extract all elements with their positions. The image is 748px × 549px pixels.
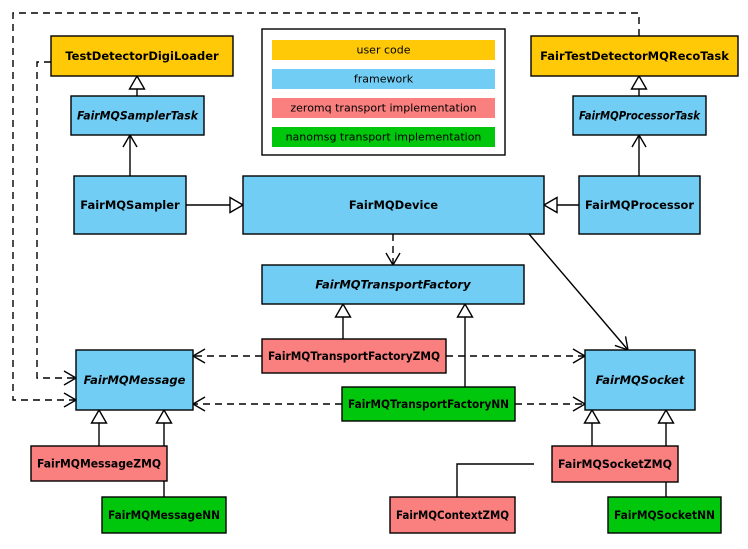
generalization-arrowhead bbox=[229, 196, 245, 214]
legend-swatch-user-code bbox=[272, 40, 495, 60]
class-box-fill bbox=[584, 349, 696, 411]
class-box-fairtestdetectormqrecotask[interactable]: FairTestDetectorMQRecoTask bbox=[530, 35, 739, 77]
edge-line bbox=[12, 12, 640, 401]
class-box-fairmqprocessor[interactable]: FairMQProcessor bbox=[578, 175, 701, 235]
class-name-label: TestDetectorDigiLoader bbox=[65, 49, 219, 63]
class-name-label: FairMQTransportFactoryNN bbox=[348, 397, 509, 411]
legend-label-zeromq: zeromq transport implementation bbox=[290, 102, 476, 115]
legend: user code framework zeromq transport imple… bbox=[261, 28, 506, 156]
class-box-fairmqsampler[interactable]: FairMQSampler bbox=[73, 175, 187, 235]
class-box-fill bbox=[73, 175, 187, 235]
class-box-fairmqdevice[interactable]: FairMQDevice bbox=[242, 175, 545, 235]
class-name-label: FairMQMessage bbox=[84, 373, 186, 387]
edge-socketzmq-to-socket bbox=[583, 408, 601, 446]
edge-line bbox=[36, 61, 76, 379]
class-box-fairmqtransportfactoryzmq[interactable]: FairMQTransportFactoryZMQ bbox=[261, 338, 447, 374]
class-name-label: FairMQProcessorTask bbox=[579, 109, 701, 123]
generalization-arrowhead bbox=[583, 408, 601, 424]
class-box-fairmqcontextzmq[interactable]: FairMQContextZMQ bbox=[389, 496, 516, 534]
class-name-label: FairMQMessageNN bbox=[108, 508, 220, 522]
edge-processor-to-device bbox=[542, 196, 579, 214]
class-box-fill bbox=[70, 95, 205, 136]
class-name-label: FairMQSampler bbox=[80, 198, 180, 212]
edge-factoryzmq-to-factory bbox=[334, 302, 352, 339]
class-box-fairmqtransportfactorynn[interactable]: FairMQTransportFactoryNN bbox=[341, 386, 516, 422]
class-box-fill bbox=[101, 496, 227, 534]
class-name-label: FairTestDetectorMQRecoTask bbox=[540, 49, 729, 63]
class-name-label: FairMQDevice bbox=[349, 198, 438, 212]
edge-digiloader-to-message bbox=[36, 61, 78, 386]
edge-digiloader-to-samplertask bbox=[128, 74, 146, 96]
class-box-fairmqsocketzmq[interactable]: FairMQSocketZMQ bbox=[551, 445, 679, 483]
class-box-fill bbox=[242, 175, 545, 235]
class-name-label: FairMQContextZMQ bbox=[396, 508, 509, 522]
edge-processor-to-processortask bbox=[631, 133, 647, 176]
class-name-label: FairMQProcessor bbox=[585, 198, 694, 212]
class-name-label: FairMQSocket bbox=[596, 373, 685, 387]
generalization-arrowhead bbox=[456, 302, 474, 318]
generalization-arrowhead bbox=[90, 408, 108, 424]
class-name-label: FairMQSocketNN bbox=[614, 508, 715, 522]
class-box-fairmqtransportfactory[interactable]: FairMQTransportFactory bbox=[261, 264, 525, 305]
edge-sampler-to-samplertask bbox=[122, 133, 138, 176]
class-box-fill bbox=[389, 496, 516, 534]
generalization-arrowhead bbox=[334, 302, 352, 318]
generalization-arrowhead bbox=[657, 408, 675, 424]
edge-factorynn-to-socket bbox=[515, 396, 587, 412]
legend-layer: user code framework zeromq transport imple… bbox=[261, 28, 506, 156]
class-box-fill bbox=[578, 175, 701, 235]
class-name-label: FairMQSocketZMQ bbox=[558, 457, 672, 471]
edge-line bbox=[528, 233, 629, 351]
class-box-fairmqmessage[interactable]: FairMQMessage bbox=[75, 349, 194, 411]
class-box-fairmqprocessortask[interactable]: FairMQProcessorTask bbox=[572, 95, 707, 136]
class-box-fill bbox=[30, 445, 168, 482]
class-box-fill bbox=[261, 338, 447, 374]
class-box-fill bbox=[261, 264, 525, 305]
class-box-fairmqmessagenn[interactable]: FairMQMessageNN bbox=[101, 496, 227, 534]
class-box-fill bbox=[341, 386, 516, 422]
legend-label-user-code: user code bbox=[356, 44, 410, 57]
class-box-testdetectordigiloader[interactable]: TestDetectorDigiLoader bbox=[50, 35, 234, 77]
edge-factorynn-to-message bbox=[191, 396, 342, 412]
legend-swatch-framework bbox=[272, 69, 495, 89]
generalization-arrowhead bbox=[542, 196, 558, 214]
edge-messagezmq-to-message bbox=[90, 408, 108, 446]
class-box-fill bbox=[551, 445, 679, 483]
class-box-fill bbox=[530, 35, 739, 77]
legend-swatch-nanomsg bbox=[272, 127, 495, 147]
edge-recotask-to-processortask bbox=[630, 74, 648, 96]
edge-factorynn-to-factory bbox=[456, 302, 474, 387]
class-box-fill bbox=[572, 95, 707, 136]
legend-label-nanomsg: nanomsg transport implementation bbox=[286, 131, 482, 144]
class-name-label: FairMQTransportFactoryZMQ bbox=[268, 349, 440, 363]
legend-label-framework: framework bbox=[354, 73, 414, 86]
class-name-label: FairMQTransportFactory bbox=[315, 278, 471, 292]
edge-device-to-transportfactory bbox=[385, 234, 401, 267]
generalization-arrowhead bbox=[155, 408, 173, 424]
class-box-fairmqsamplertask[interactable]: FairMQSamplerTask bbox=[70, 95, 205, 136]
class-name-label: FairMQSamplerTask bbox=[77, 109, 199, 123]
class-box-fill bbox=[50, 35, 234, 77]
class-name-label: FairMQMessageZMQ bbox=[37, 457, 161, 471]
generalization-arrowhead bbox=[128, 74, 146, 90]
class-box-fairmqmessagezmq[interactable]: FairMQMessageZMQ bbox=[30, 445, 168, 482]
edge-line bbox=[456, 463, 534, 497]
class-box-fill bbox=[75, 349, 194, 411]
edge-factoryzmq-to-socket bbox=[446, 348, 587, 364]
class-box-fill bbox=[607, 496, 722, 534]
legend-swatch-zeromq bbox=[272, 98, 495, 118]
edge-sampler-to-device bbox=[186, 196, 245, 214]
node-layer: TestDetectorDigiLoader FairTestDetectorMQ… bbox=[30, 35, 739, 534]
generalization-arrowhead bbox=[630, 74, 648, 90]
edge-device-to-socket bbox=[528, 233, 629, 352]
edge-factoryzmq-to-message bbox=[191, 348, 262, 364]
class-box-fairmqsocket[interactable]: FairMQSocket bbox=[584, 349, 696, 411]
class-box-fairmqsocketnn[interactable]: FairMQSocketNN bbox=[607, 496, 722, 534]
